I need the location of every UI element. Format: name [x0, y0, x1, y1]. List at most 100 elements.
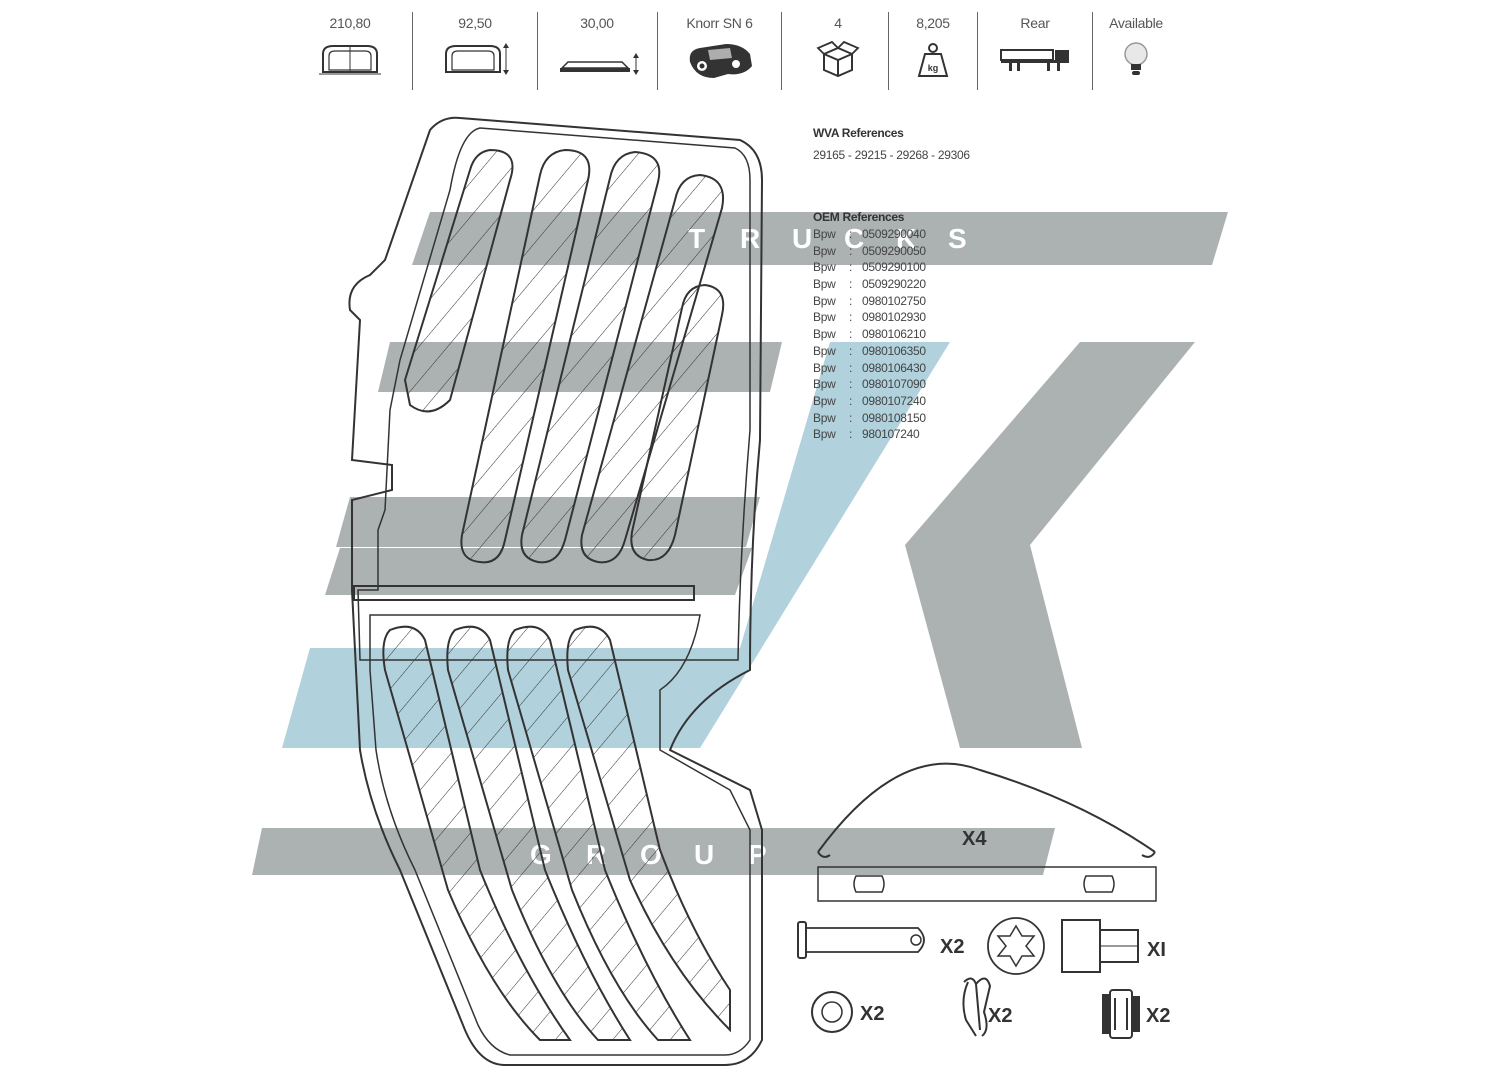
oem-row: Bpw:0980106350 [813, 343, 970, 360]
oem-row: Bpw:0980107240 [813, 393, 970, 410]
oem-row: Bpw:0980106430 [813, 360, 970, 377]
spec-value: Available [1109, 15, 1163, 31]
svg-text:kg: kg [928, 63, 939, 73]
oem-number: 0509290220 [862, 277, 926, 292]
oem-heading: OEM References [813, 210, 905, 224]
oem-brand: Bpw [813, 377, 836, 392]
oem-number: 0980102750 [862, 293, 926, 308]
oem-number: 0980106430 [862, 360, 926, 375]
spec-caliper: Knorr SN 6 [672, 10, 767, 90]
oem-number: 0980106350 [862, 343, 926, 358]
torx-bolt-head-icon [987, 917, 1045, 975]
watermark-letter: S [948, 223, 967, 254]
oem-row: Bpw:0980107090 [813, 376, 970, 393]
oem-number: 0980106210 [862, 327, 926, 342]
oem-brand: Bpw [813, 327, 836, 342]
pad-thickness-icon [560, 53, 639, 75]
oem-brand: Bpw [813, 393, 836, 408]
oem-brand: Bpw [813, 360, 836, 375]
spec-divider [657, 12, 658, 90]
friction-outline [357, 127, 751, 661]
spec-thickness: 30,00 [552, 10, 642, 90]
oem-brand: Bpw [813, 277, 836, 292]
lower-friction-outline [369, 614, 751, 1056]
oem-separator: : [849, 427, 853, 442]
oem-separator: : [849, 293, 853, 308]
oem-row: Bpw:0509290050 [813, 243, 970, 260]
spec-value: 4 [834, 15, 842, 31]
pad-length-icon [319, 45, 381, 75]
middle-bar [353, 585, 695, 601]
qty-label: X2 [988, 1005, 1012, 1027]
spec-height: 92,50 [435, 10, 515, 90]
spec-weight: 8,205 kg [893, 10, 973, 90]
spec-axle: Rear [990, 10, 1080, 90]
pin-icon [797, 921, 925, 959]
r-clip-icon [962, 977, 992, 1037]
spec-divider [1092, 12, 1093, 90]
oem-number: 0509290040 [862, 227, 926, 241]
spec-wear-indicator: Available [1096, 10, 1176, 90]
qty-label: X2 [940, 936, 964, 958]
spec-value: 8,205 [916, 15, 950, 31]
oem-brand: Bpw [813, 227, 836, 241]
oem-brand: Bpw [813, 243, 836, 258]
backing-plate-outline [348, 116, 764, 1066]
watermark-k-arm [905, 342, 1195, 748]
oem-row: Bpw:0509290040 [813, 226, 970, 243]
spec-divider [888, 12, 889, 90]
oem-row: Bpw:0980102930 [813, 309, 970, 326]
oem-brand: Bpw [813, 310, 836, 325]
oem-number: 980107240 [862, 427, 920, 442]
brake-pad-drawing [348, 116, 764, 1066]
oem-brand: Bpw [813, 410, 836, 425]
oem-number: 0509290050 [862, 243, 926, 258]
qty-label: X4 [962, 828, 987, 850]
oem-row: Bpw:0509290220 [813, 276, 970, 293]
oem-list: Bpw:0509290040 Bpw:0509290050 Bpw:050929… [813, 226, 970, 443]
oem-row: Bpw:980107240 [813, 426, 970, 443]
oem-brand: Bpw [813, 343, 836, 358]
oem-separator: : [849, 260, 853, 275]
oem-number: 0980107090 [862, 377, 926, 392]
oem-number: 0980108150 [862, 410, 926, 425]
oem-row: Bpw:0509290100 [813, 259, 970, 276]
oem-separator: : [849, 360, 853, 375]
box-icon [816, 40, 860, 78]
sleeve-icon [1061, 919, 1139, 973]
oem-number: 0980107240 [862, 393, 926, 408]
watermark-letter: K [896, 223, 916, 254]
spec-length: 210,80 [310, 10, 390, 90]
oem-row: Bpw:0980102750 [813, 293, 970, 310]
oem-separator: : [849, 277, 853, 292]
oem-separator: : [849, 327, 853, 342]
oem-separator: : [849, 310, 853, 325]
watermark-letter: C [844, 223, 864, 254]
oem-separator: : [849, 343, 853, 358]
oem-separator: : [849, 227, 853, 241]
spec-divider [977, 12, 978, 90]
washer-icon [811, 991, 853, 1033]
oem-number: 0509290100 [862, 260, 926, 275]
references-panel: WVA References 29165 - 29215 - 29268 - 2… [813, 126, 970, 443]
upper-friction-ribs [403, 148, 725, 564]
oem-brand: Bpw [813, 427, 836, 442]
oem-separator: : [849, 377, 853, 392]
wva-heading: WVA References [813, 126, 904, 140]
watermark-letter: U [694, 839, 714, 870]
qty-label: X2 [1146, 1005, 1170, 1027]
spring-clip-icon [817, 762, 1156, 858]
qty-label: XI [1147, 939, 1166, 961]
spec-value: 210,80 [329, 15, 371, 31]
weight-icon: kg [917, 43, 949, 77]
spec-divider [412, 12, 413, 90]
oem-separator: : [849, 393, 853, 408]
qty-label: X2 [860, 1003, 884, 1025]
watermark-letter: U [792, 223, 812, 254]
oem-number: 0980102930 [862, 310, 926, 325]
spec-value: Rear [1020, 15, 1050, 31]
spec-box-qty: 4 [798, 10, 878, 90]
lower-friction-ribs [382, 625, 731, 1041]
spec-value: 92,50 [458, 15, 492, 31]
wear-indicator-bulb-icon [1124, 42, 1148, 75]
